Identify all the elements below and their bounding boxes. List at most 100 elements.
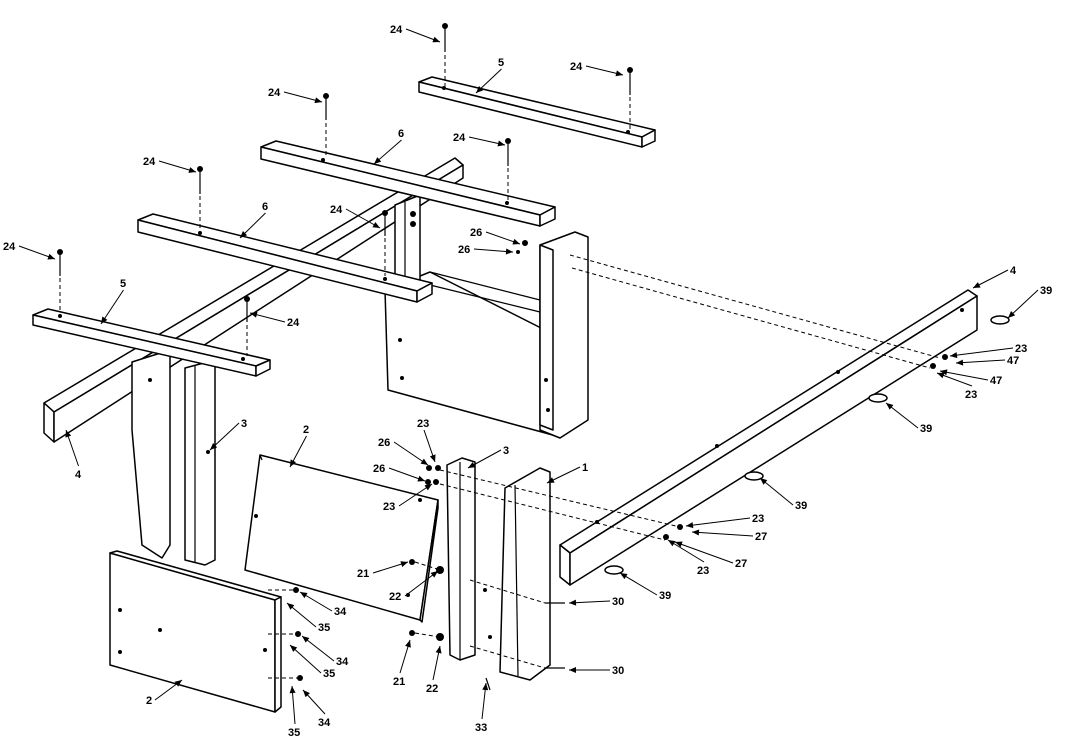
callout-label: 24 <box>3 241 16 253</box>
callout-label: 24 <box>268 87 281 99</box>
arrowhead <box>692 529 700 536</box>
arrowhead <box>290 645 298 652</box>
leader-line <box>955 359 1006 364</box>
arrowhead <box>668 540 676 547</box>
front-leg-assembly <box>131 349 216 566</box>
side-panel-2-back <box>244 454 439 623</box>
leader-line <box>949 347 1014 357</box>
arrowhead <box>1008 311 1016 318</box>
callout-label: 47 <box>990 375 1002 387</box>
callout-label: 5 <box>120 278 126 290</box>
arrowhead <box>429 454 436 462</box>
callout-label: 21 <box>357 568 369 580</box>
arrowhead <box>420 458 428 465</box>
callout-label: 23 <box>752 513 764 525</box>
callout-label: 33 <box>475 722 487 734</box>
callout-c39: 30 <box>568 596 624 608</box>
arrowhead <box>417 475 425 482</box>
arrowhead <box>435 646 442 654</box>
callout-c6: 24 <box>453 132 506 147</box>
arrowhead <box>290 459 296 467</box>
arrowhead <box>956 359 964 366</box>
callout-c50: 2 <box>146 679 183 707</box>
callout-c41: 34 <box>299 591 347 618</box>
arrowhead <box>432 36 440 43</box>
arrowhead <box>886 403 894 410</box>
arrowhead <box>424 484 432 491</box>
callout-label: 23 <box>697 565 709 577</box>
callout-label: 24 <box>287 317 300 329</box>
callout-c13: 5 <box>100 278 126 325</box>
arrowhead <box>482 683 489 691</box>
callout-label: 26 <box>373 463 385 475</box>
leader-line <box>759 477 794 506</box>
callout-label: 2 <box>303 424 309 436</box>
callout-label: 24 <box>453 132 466 144</box>
callout-c20: 23 <box>936 372 977 401</box>
arrowhead <box>505 248 513 255</box>
callout-c23: 2 <box>289 424 309 468</box>
leader-line <box>667 539 705 563</box>
top-bar-6-middle <box>260 140 556 227</box>
callout-c16: 39 <box>1007 285 1052 319</box>
callout-c37: 21 <box>357 561 409 580</box>
arrowhead <box>303 690 310 698</box>
callout-c44: 35 <box>289 644 335 680</box>
rail-right <box>559 289 978 586</box>
hardware-fasteners <box>293 240 1010 691</box>
callout-c19: 47 <box>939 369 1002 387</box>
callout-c5: 6 <box>373 128 404 165</box>
callout-label: 23 <box>417 418 429 430</box>
callout-c14: 24 <box>249 311 300 329</box>
callout-c46: 35 <box>288 685 300 739</box>
callout-c3: 24 <box>570 61 624 77</box>
callout-c15: 4 <box>972 265 1017 289</box>
arrowhead <box>374 157 382 164</box>
callout-c21: 39 <box>885 402 932 435</box>
top-bar-5-front <box>32 308 271 377</box>
side-panel-2-front <box>109 550 282 713</box>
callout-label: 21 <box>393 676 405 688</box>
rear-leg-assembly <box>384 194 589 439</box>
arrowhead <box>430 571 438 578</box>
callout-label: 30 <box>612 665 624 677</box>
callout-c38: 22 <box>389 570 439 603</box>
callout-c26: 26 <box>378 437 429 466</box>
arrowhead <box>468 462 476 468</box>
callout-label: 26 <box>458 244 470 256</box>
arrowhead <box>760 478 768 485</box>
leader-line <box>939 370 989 381</box>
leader-line <box>674 541 734 564</box>
callout-label: 24 <box>143 156 156 168</box>
callout-label: 6 <box>262 201 268 213</box>
arrowhead <box>675 541 683 548</box>
callout-c27: 26 <box>373 463 426 482</box>
callout-c2: 5 <box>475 57 504 94</box>
callout-c30: 1 <box>546 462 588 484</box>
callout-c36: 39 <box>619 572 671 602</box>
callout-label: 4 <box>1010 265 1017 277</box>
callout-c7: 24 <box>143 156 197 173</box>
callout-label: 47 <box>1007 355 1019 367</box>
callout-label: 22 <box>426 683 438 695</box>
callout-c18: 47 <box>955 355 1019 367</box>
arrowhead <box>940 369 948 376</box>
callout-label: 26 <box>378 437 390 449</box>
arrowhead <box>973 282 981 288</box>
arrowhead <box>314 97 322 104</box>
callout-label: 30 <box>612 596 624 608</box>
callout-label: 27 <box>735 558 747 570</box>
callout-c10: 26 <box>470 227 521 245</box>
callout-c33: 27 <box>691 529 767 543</box>
arrowhead <box>615 70 623 77</box>
callout-label: 4 <box>75 469 82 481</box>
callout-label: 5 <box>498 57 504 69</box>
arrowhead <box>686 522 694 529</box>
callout-c25: 23 <box>417 418 436 463</box>
arrowhead <box>372 221 380 228</box>
arrowhead <box>47 253 55 260</box>
callout-c40: 30 <box>569 665 624 677</box>
arrowhead <box>620 573 628 580</box>
callout-label: 24 <box>570 61 583 73</box>
